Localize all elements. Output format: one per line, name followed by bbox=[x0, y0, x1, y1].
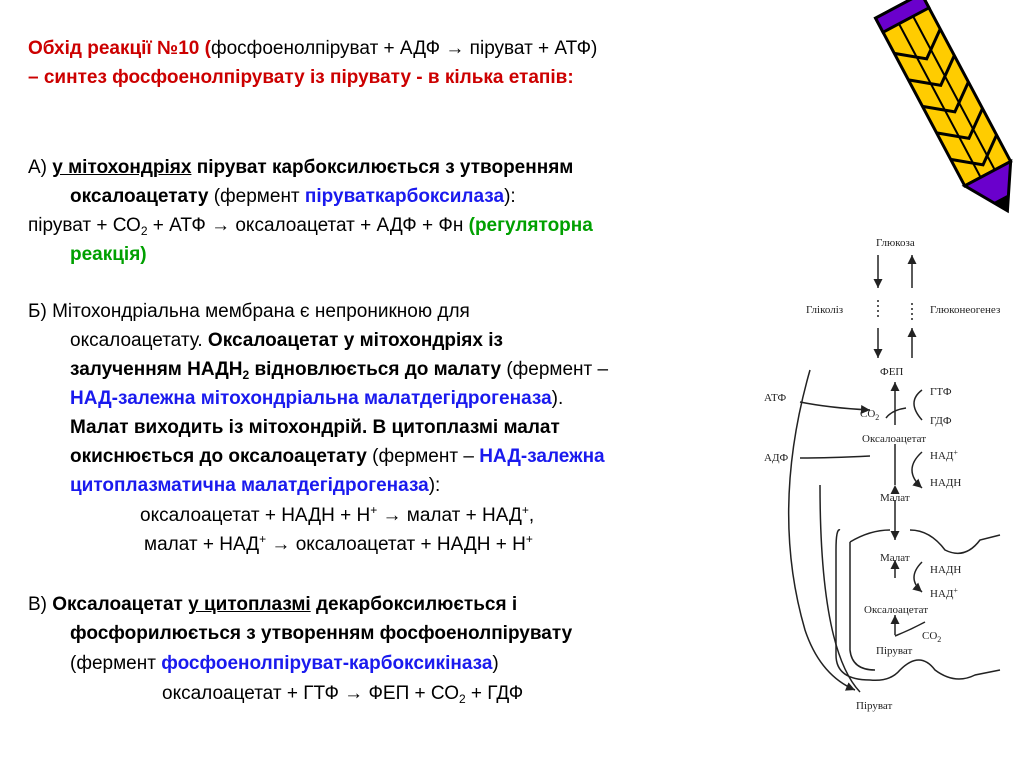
section-b-line2-bold: Оксалоацетат у мітохондріях із bbox=[207, 330, 503, 351]
section-b-line3-sub: 2 bbox=[242, 368, 250, 382]
diagram-nad-top-text: НАД bbox=[930, 450, 954, 462]
section-b-line3-bold-a: залученням НАДН bbox=[70, 359, 243, 380]
section-a-enzyme-intro: (фермент bbox=[208, 186, 305, 207]
diagram-malate-mito: Малат bbox=[880, 552, 910, 564]
section-b-equation2: малат + НАД+ → оксалоацетат + НАДН + Н+ bbox=[144, 531, 533, 559]
pathway-diagram bbox=[787, 255, 1001, 693]
section-b-line2: оксалоацетату. Оксалоацетат у мітохондрі… bbox=[70, 327, 503, 355]
section-b-eq1-sup: + bbox=[370, 503, 378, 517]
diagram-nad-top: НАД+ bbox=[930, 448, 958, 463]
section-a-enzyme-close: ): bbox=[504, 186, 516, 207]
section-c-eq-b: + ГДФ bbox=[465, 683, 524, 704]
diagram-gluconeogenesis: Глюконеогенез bbox=[930, 304, 1001, 316]
section-b-eq1-a: оксалоацетат + НАДН + Н bbox=[140, 505, 371, 526]
section-a-line2: оксалоацетату (фермент піруваткарбоксила… bbox=[70, 183, 516, 211]
section-a-note1: (регуляторна bbox=[468, 215, 593, 236]
diagram-malate-top: Малат bbox=[880, 492, 910, 504]
section-c-enzyme-intro: (фермент bbox=[70, 653, 162, 674]
section-c-line1: В) Оксалоацетат у цитоплазмі декарбоксил… bbox=[28, 591, 517, 619]
section-b-line7-close: ): bbox=[428, 475, 441, 496]
section-b-eq2-b: → оксалоацетат + НАДН + Н bbox=[266, 534, 526, 555]
diagram-gdp: ГДФ bbox=[930, 415, 952, 427]
diagram-atp: АТФ bbox=[764, 392, 787, 404]
section-a-eq-sub: 2 bbox=[140, 224, 148, 238]
section-c-line3: (фермент фосфоенолпіруват-карбоксикіназа… bbox=[70, 650, 499, 678]
diagram-pyruvate-mito: Піруват bbox=[876, 645, 913, 657]
section-b-eq2-sup2: + bbox=[525, 532, 533, 546]
diagram-pyruvate-out: Піруват bbox=[856, 700, 893, 712]
diagram-glucose: Глюкоза bbox=[876, 237, 915, 249]
section-c-line2: фосфорилюється з утворенням фосфоенолпір… bbox=[70, 623, 573, 644]
section-a-equation: піруват + СО2 + АТФ → оксалоацетат + АДФ… bbox=[28, 212, 593, 240]
section-c-bold1: Оксалоацетат bbox=[52, 594, 189, 615]
section-a-location: у мітохондріях bbox=[52, 157, 192, 178]
section-a-eq-part2: + АТФ → оксалоацетат + АДФ + Фн bbox=[147, 215, 469, 236]
section-b-line7: цитоплазматична малатдегідрогеназа): bbox=[70, 472, 440, 500]
diagram-co2-mito: CO2 bbox=[922, 630, 942, 644]
slide-title: Обхід реакції №10 (фосфоенолпіруват + АД… bbox=[28, 35, 597, 62]
section-b-line6: окиснюється до оксалоацетату (фермент – … bbox=[70, 443, 605, 471]
section-c-equation: оксалоацетат + ГТФ → ФЕП + СО2 + ГДФ bbox=[162, 680, 523, 708]
section-a-enzyme: піруваткарбоксилаза bbox=[304, 186, 505, 207]
diagram-adp: АДФ bbox=[764, 452, 789, 464]
section-c-eq-sub: 2 bbox=[458, 692, 466, 706]
section-a-product: оксалоацетату bbox=[70, 186, 209, 207]
diagram-gtp: ГТФ bbox=[930, 386, 952, 398]
section-b-line4: НАД-залежна мітохондріальна малатдегідро… bbox=[70, 385, 563, 413]
section-a-eq-part1: піруват + СО bbox=[28, 215, 141, 236]
section-b-line3-bold-b: відновлюється до малату bbox=[249, 359, 502, 380]
section-c-enzyme-close: ) bbox=[492, 653, 499, 674]
section-b-equation1: оксалоацетат + НАДН + Н+ → малат + НАД+, bbox=[140, 502, 534, 530]
diagram-co2-top: CO2 bbox=[860, 408, 880, 422]
section-a-text: піруват карбоксилюється з утворенням bbox=[191, 157, 574, 178]
diagram-nad-top-sup: + bbox=[953, 448, 958, 457]
diagram-nad-mito-sup: + bbox=[953, 586, 958, 595]
section-b-line6-bold: окиснюється до оксалоацетату bbox=[70, 446, 367, 467]
diagram-nad-mito: НАД+ bbox=[930, 586, 958, 601]
section-c-bold2: декарбоксилюється і bbox=[310, 594, 518, 615]
diagram-pep: ФЕП bbox=[880, 366, 904, 378]
section-c-location: у цитоплазмі bbox=[188, 594, 311, 615]
section-b-eq1-c: , bbox=[528, 505, 535, 526]
section-c-eq-a: оксалоацетат + ГТФ → ФЕП + СО bbox=[162, 683, 459, 704]
section-c-marker: В) bbox=[28, 594, 53, 615]
section-b-line4-close: ). bbox=[551, 388, 564, 409]
diagram-co2-mito-text: CO bbox=[922, 630, 938, 642]
section-b-enzyme2b: цитоплазматична малатдегідрогеназа bbox=[70, 475, 429, 496]
diagram-nad-mito-text: НАД bbox=[930, 588, 954, 600]
section-b-line1: Б) Мітохондріальна мембрана є непроникно… bbox=[28, 301, 470, 322]
section-b-line5: Малат виходить із мітохондрій. В цитопла… bbox=[70, 417, 560, 438]
section-b-line3: залученням НАДН2 відновлюється до малату… bbox=[70, 356, 608, 384]
section-c-enzyme: фосфоенолпіруват-карбоксикіназа bbox=[161, 653, 493, 674]
diagram-nadh-top: НАДН bbox=[930, 477, 962, 489]
section-a-line1: А) у мітохондріях піруват карбоксилюєтьс… bbox=[28, 154, 573, 182]
diagram-glycolysis: Гліколіз bbox=[806, 304, 844, 316]
section-b-enzyme2a: НАД-залежна bbox=[479, 446, 605, 467]
section-b-line3-plain: (фермент – bbox=[501, 359, 609, 380]
section-b-enzyme1: НАД-залежна мітохондріальна малатдегідро… bbox=[70, 388, 552, 409]
title-equation: фосфоенолпіруват + АДФ → піруват + АТФ) bbox=[210, 38, 598, 59]
section-b-eq2-sup: + bbox=[259, 532, 267, 546]
section-b-eq1-b: → малат + НАД bbox=[377, 505, 522, 526]
pencil-icon bbox=[873, 0, 1013, 214]
section-b-eq1-sup2: + bbox=[521, 503, 529, 517]
section-b-line2-plain: оксалоацетату. bbox=[70, 330, 208, 351]
diagram-co2-top-sub: 2 bbox=[875, 413, 880, 422]
title-prefix: Обхід реакції №10 ( bbox=[28, 38, 211, 59]
section-b-eq2-a: малат + НАД bbox=[144, 534, 260, 555]
section-a-note2: реакція) bbox=[70, 244, 147, 265]
section-b-line6-plain: (фермент – bbox=[366, 446, 480, 467]
diagram-co2-mito-sub: 2 bbox=[937, 635, 942, 644]
diagram-co2-top-text: CO bbox=[860, 408, 876, 420]
section-a-marker: А) bbox=[28, 157, 53, 178]
diagram-nadh-mito: НАДН bbox=[930, 564, 962, 576]
diagram-oaa-mito: Оксалоацетат bbox=[864, 604, 928, 616]
slide-subtitle: – синтез фосфоенолпірувату із пірувату -… bbox=[28, 67, 574, 88]
diagram-oaa-top: Оксалоацетат bbox=[862, 433, 926, 445]
